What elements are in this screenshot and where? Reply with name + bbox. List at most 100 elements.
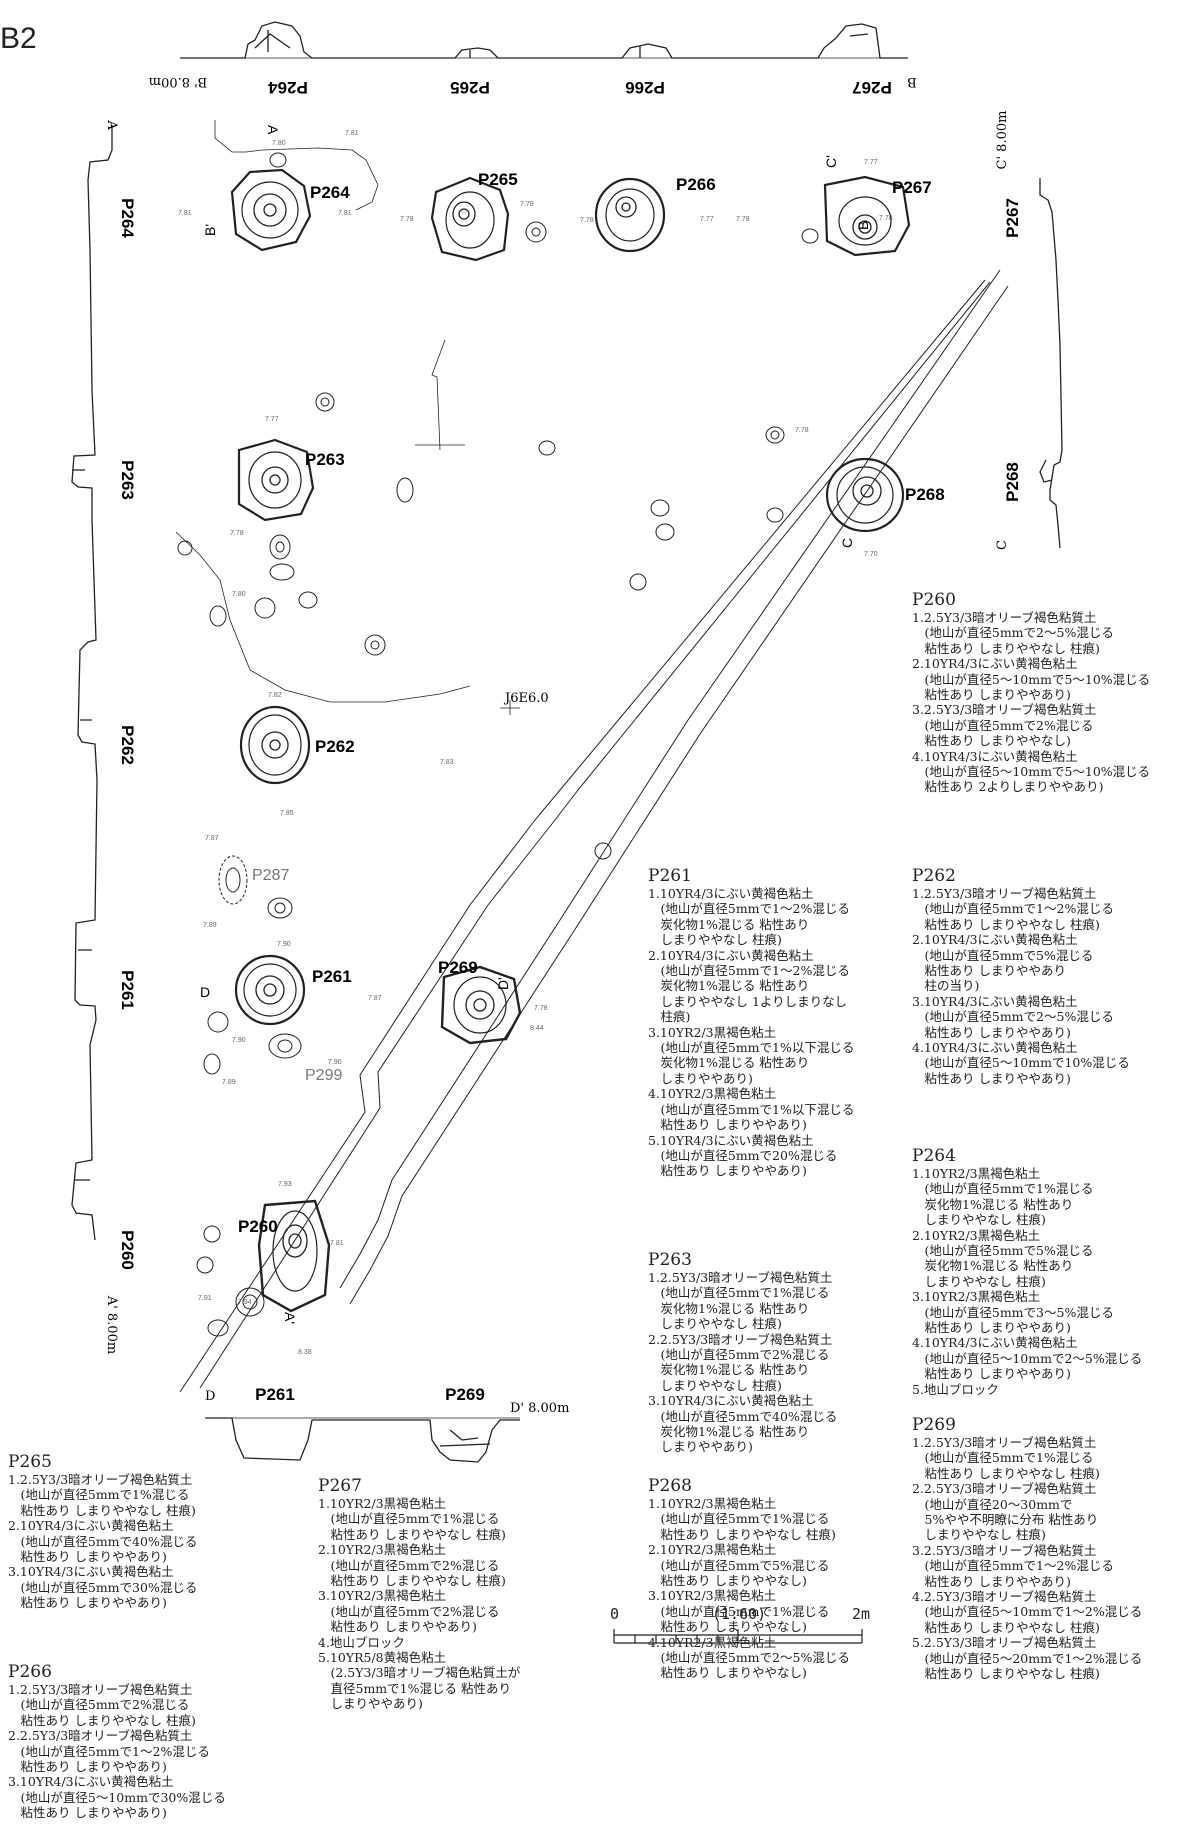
section-left-label-P261: P261 [118, 970, 137, 1010]
legend-line: (地山が直径5mmで2～5%混じる [648, 1650, 850, 1666]
legend-line: しまりややなし 柱痕) [912, 1273, 1046, 1289]
legend-line: (地山が直径5mmで2%混じる [318, 1557, 500, 1573]
pit-label-P264: P264 [310, 183, 350, 202]
section-profile-right [1039, 178, 1063, 549]
legend-line: (地山が直径5mmで20%混じる [648, 1147, 838, 1163]
svg-text:7.78: 7.78 [879, 215, 893, 222]
legend-line: 粘性あり しまりややあり) [318, 1619, 477, 1635]
legend-line: (地山が直径5～10mmで30%混じる [8, 1789, 226, 1805]
svg-text:7.89: 7.89 [222, 1079, 236, 1086]
legend-line: 2.2.5Y3/3暗オリーブ褐色粘質土 [912, 1481, 1097, 1497]
svg-text:7.80: 7.80 [272, 140, 286, 147]
legend-line: 4.2.5Y3/3暗オリーブ褐色粘質土 [912, 1589, 1097, 1605]
legend-line: 炭化物1%混じる 粘性あり [648, 1055, 810, 1071]
legend-line: (地山が直径5mmで30%混じる [8, 1579, 198, 1595]
svg-text:7.82: 7.82 [268, 692, 282, 699]
legend-line: 2.10YR4/3にぶい黄褐色粘土 [648, 947, 814, 963]
svg-text:7.94: 7.94 [238, 1299, 252, 1306]
legend-line: (地山が直径5mmで2%混じる [912, 717, 1094, 733]
legend-line: 1.2.5Y3/3暗オリーブ褐色粘質土 [8, 1472, 193, 1487]
legend-line: 2.2.5Y3/3暗オリーブ褐色粘質土 [648, 1331, 833, 1347]
svg-text:7.81: 7.81 [345, 130, 359, 137]
legend-line: 粘性あり しまりややなし) [648, 1573, 807, 1589]
legend-line: 粘性あり しまりややなし 柱痕) [912, 916, 1100, 932]
legend-line: 2.10YR4/3にぶい黄褐色粘土 [912, 656, 1078, 672]
legend-line: 炭化物1%混じる 粘性あり [912, 1196, 1074, 1212]
legend-line: しまりややあり) [318, 1696, 423, 1712]
section-bottom-label-P261: P261 [255, 1385, 295, 1404]
legend-line: 粘性あり しまりややなし) [912, 733, 1071, 749]
pit-P261 [234, 954, 306, 1026]
legend-line: (地山が直径5mmで1～2%混じる [648, 901, 850, 917]
legend-line: (地山が直径5mmで5%混じる [648, 1557, 830, 1573]
legend-line: (地山が直径5mmで2%混じる [648, 1347, 830, 1363]
legend-line: しまりややなし 柱痕) [648, 1316, 782, 1332]
legend-line: (地山が直径5mmで1%混じる [648, 1603, 830, 1619]
legend-title: P261 [648, 866, 692, 886]
legend-line: 粘性あり しまりややあり) [912, 1573, 1071, 1589]
pit-P269 [440, 965, 522, 1045]
legend-line: (地山が直径5mmで2%混じる [318, 1603, 500, 1619]
legend-title: P268 [648, 1476, 692, 1496]
legend-title: P266 [8, 1662, 52, 1682]
svg-text:7.85: 7.85 [280, 810, 294, 817]
legend-line: 4.10YR4/3にぶい黄褐色粘土 [912, 1335, 1078, 1351]
legend-line: (地山が直径5mmで1%混じる [648, 1285, 830, 1301]
legend-line: 2.10YR2/3黒褐色粘土 [318, 1542, 447, 1558]
legend-P263: P263 1.2.5Y3/3暗オリーブ褐色粘質土 (地山が直径5mmで1%混じる… [648, 1250, 837, 1455]
legend-line: 粘性あり しまりややあり) [912, 1070, 1071, 1086]
pit-P266 [594, 177, 666, 253]
legend-line: 1.10YR2/3黒褐色粘土 [912, 1166, 1041, 1181]
legend-line: 3.10YR4/3にぶい黄褐色粘土 [8, 1774, 174, 1790]
legend-line: (地山が直径20～30mmで [912, 1496, 1073, 1512]
legend-line: 2.10YR4/3にぶい黄褐色粘土 [8, 1518, 174, 1534]
legend-line: 粘性あり しまりややあり) [8, 1549, 167, 1565]
section-top-label-P266: P266 [625, 78, 665, 97]
legend-line: 3.10YR2/3黒褐色粘土 [318, 1588, 447, 1604]
marker-D-prime: D' [495, 977, 511, 990]
legend-line: 粘性あり 2よりしまりややあり) [912, 779, 1104, 795]
legend-line: (地山が直径5mmで40%混じる [648, 1408, 838, 1424]
legend-line: 粘性あり しまりややあり) [912, 1320, 1071, 1336]
section-right-label-P267: P267 [1003, 198, 1022, 238]
figure-id: B2 [0, 22, 37, 55]
svg-text:7.80: 7.80 [232, 591, 246, 598]
pit-P264 [230, 168, 312, 252]
legend-P260: P260 1.2.5Y3/3暗オリーブ褐色粘質土 (地山が直径5mmで2～5%混… [912, 590, 1150, 795]
svg-text:7.81: 7.81 [178, 210, 192, 217]
pit-P267 [823, 175, 911, 257]
pit-P260 [257, 1199, 331, 1313]
svg-text:8.44: 8.44 [530, 1025, 544, 1032]
legend-line: (地山が直径5mmで1%混じる [912, 1450, 1094, 1466]
legend-line: 5.10YR5/8黄褐色粘土 [318, 1650, 447, 1666]
section-bottom-label-P269: P269 [445, 1385, 485, 1404]
legend-line: 4.地山ブロック [318, 1634, 405, 1650]
legend-line: 2.10YR4/3にぶい黄褐色粘土 [912, 932, 1078, 948]
boundary-curve-lower [175, 531, 471, 703]
legend-line: (地山が直径5mmで5%混じる [912, 1243, 1094, 1259]
marker-A: A [265, 125, 281, 135]
marker-B: B [855, 221, 871, 230]
scale-end: 2m [852, 1605, 871, 1623]
scale-ratio: (1:60) [712, 1605, 767, 1623]
pit-label-P260: P260 [238, 1217, 278, 1236]
legend-line: (地山が直径5mmで3～5%混じる [912, 1304, 1114, 1320]
svg-text:7.91: 7.91 [198, 1295, 212, 1302]
legend-line: 2.10YR2/3黒褐色粘土 [912, 1227, 1041, 1243]
grid-point-label: J6E6.0 [503, 691, 549, 706]
legend-line: 粘性あり しまりややあり) [8, 1805, 167, 1821]
legend-title: P265 [8, 1452, 52, 1472]
svg-text:7.78: 7.78 [795, 427, 809, 434]
section-right-top-level: C' 8.00m [995, 111, 1010, 170]
legend-line: しまりややあり) [648, 1070, 753, 1086]
svg-text:7.90: 7.90 [277, 941, 291, 948]
legend-line: 5.2.5Y3/3暗オリーブ褐色粘質土 [912, 1635, 1097, 1651]
legend-line: (地山が直径5mmで1～2%混じる [648, 963, 850, 979]
legend-line: 1.10YR4/3にぶい黄褐色粘土 [648, 886, 814, 901]
legend-line: 炭化物1%混じる 粘性あり [648, 1300, 810, 1316]
section-right-bottom-end: C [995, 540, 1010, 550]
legend-line: (地山が直径5mmで1%以下混じる [648, 1101, 855, 1117]
legend-line: 粘性あり しまりややなし 柱痕) [912, 640, 1100, 656]
legend-line: (地山が直径5～20mmで1～2%混じる [912, 1650, 1143, 1666]
